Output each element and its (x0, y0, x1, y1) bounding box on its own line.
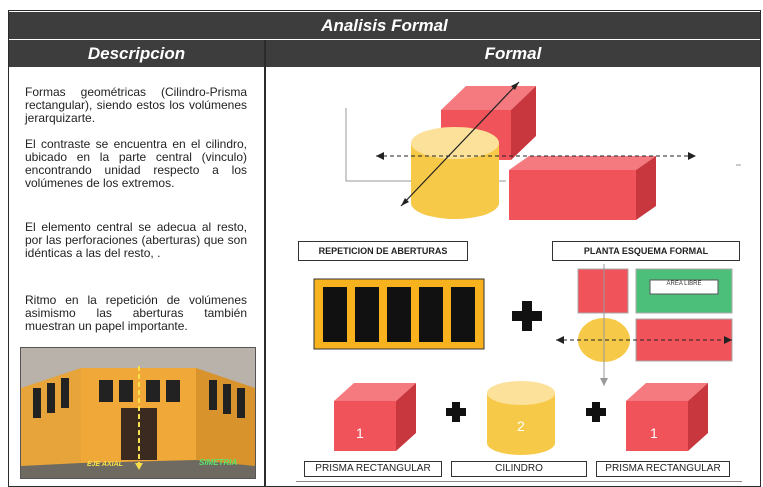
label-repeticion-aberturas: REPETICION DE ABERTURAS (298, 241, 468, 261)
volume-number-center: 2 (517, 418, 525, 434)
volume-number-right: 1 (650, 425, 658, 441)
axis-label: EJE AXIAL (87, 461, 123, 468)
volume-number-left: 1 (356, 425, 364, 441)
plus-icon (586, 402, 606, 422)
label-area-libre: AREA LIBRE (666, 281, 702, 287)
label-cilindro: CILINDRO (451, 461, 587, 477)
right-prism-front (509, 170, 636, 220)
description-paragraph-3: El elemento central se adecua al resto, … (25, 220, 247, 260)
label-planta-esquema: PLANTA ESQUEMA FORMAL (552, 241, 740, 261)
label-prisma-left: PRISMA RECTANGULAR (304, 461, 442, 477)
prism-right-front (626, 401, 688, 451)
column-header-formal: Formal (266, 40, 760, 67)
prism-left-front (334, 401, 396, 451)
column-header-descripcion: Descripcion (9, 40, 264, 67)
label-prisma-right: PRISMA RECTANGULAR (596, 461, 730, 477)
column-divider (264, 40, 266, 487)
plan-square-red (577, 268, 629, 314)
building-photo: EJE AXIAL SIMETRIA (20, 347, 256, 479)
symmetry-label: SIMETRIA (199, 458, 238, 467)
plus-icon (446, 402, 466, 422)
description-paragraph-4: Ritmo en la repetición de volúmenes asim… (25, 293, 247, 333)
building-illustration (21, 348, 255, 478)
plus-icon (512, 301, 542, 331)
description-paragraph-1: Formas geométricas (Cilindro-Prisma rect… (25, 85, 247, 125)
table-title: Analisis Formal (9, 12, 760, 39)
description-paragraph-2: El contraste se encuentra en el cilindro… (25, 137, 247, 190)
formal-diagram (313, 81, 741, 455)
bottom-rule (296, 481, 742, 482)
